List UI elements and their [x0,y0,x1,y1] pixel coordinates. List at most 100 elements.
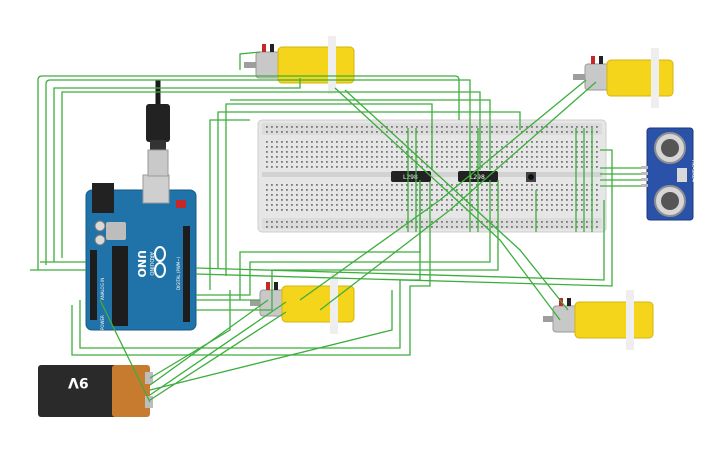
breadboard-hole [566,226,568,228]
breadboard-hole [561,209,563,211]
breadboard-hole [356,156,358,158]
battery-9v[interactable]: 9V [38,365,153,417]
breadboard-hole [361,131,363,133]
breadboard-hole [266,141,268,143]
breadboard-hole [311,141,313,143]
breadboard-hole [276,126,278,128]
power-header-label: POWER [100,315,105,330]
breadboard-hole [511,161,513,163]
breadboard-hole [411,161,413,163]
breadboard-hole [556,151,558,153]
breadboard-hole [381,221,383,223]
breadboard-hole [421,184,423,186]
breadboard-hole [541,226,543,228]
breadboard-hole [481,199,483,201]
breadboard-hole [346,209,348,211]
breadboard-hole [571,199,573,201]
breadboard-hole [401,161,403,163]
breadboard-hole [286,156,288,158]
breadboard-hole [526,189,528,191]
breadboard-hole [281,151,283,153]
breadboard-hole [461,184,463,186]
breadboard-hole [561,156,563,158]
ultrasonic-sensor[interactable]: HC-SR04 [641,127,696,221]
breadboard-hole [406,194,408,196]
breadboard-hole [586,151,588,153]
breadboard-hole [401,204,403,206]
breadboard-hole [281,166,283,168]
breadboard-hole [296,204,298,206]
breadboard-hole [336,126,338,128]
breadboard-hole [441,131,443,133]
breadboard-hole [351,141,353,143]
breadboard-hole [426,146,428,148]
breadboard-hole [576,189,578,191]
breadboard-hole [596,151,598,153]
motor-driver-1[interactable]: L298 [391,171,431,182]
breadboard-hole [336,194,338,196]
breadboard-hole [346,226,348,228]
breadboard-hole [301,146,303,148]
push-button[interactable] [526,172,536,182]
breadboard-hole [291,156,293,158]
breadboard-hole [546,161,548,163]
capacitor-2 [94,234,106,246]
breadboard-hole [546,141,548,143]
breadboard-hole [351,161,353,163]
breadboard-hole [336,204,338,206]
breadboard-hole [481,226,483,228]
breadboard-hole [381,141,383,143]
breadboard-hole [266,221,268,223]
reset-button[interactable] [176,200,186,208]
breadboard-hole [506,131,508,133]
breadboard-hole [471,166,473,168]
breadboard-hole [546,146,548,148]
motor-top-left[interactable] [244,36,355,94]
breadboard-hole [566,146,568,148]
breadboard-hole [326,146,328,148]
breadboard-hole [476,146,478,148]
breadboard-hole [411,221,413,223]
breadboard-hole [276,161,278,163]
motor-bottom-right[interactable] [543,290,654,350]
breadboard[interactable] [257,119,607,233]
breadboard-hole [366,189,368,191]
breadboard-hole [496,146,498,148]
breadboard-hole [376,131,378,133]
breadboard-hole [496,141,498,143]
breadboard-hole [321,151,323,153]
breadboard-hole [446,126,448,128]
breadboard-hole [361,156,363,158]
breadboard-hole [351,209,353,211]
breadboard-hole [276,151,278,153]
breadboard-hole [516,204,518,206]
breadboard-hole [366,166,368,168]
breadboard-hole [391,221,393,223]
breadboard-hole [286,209,288,211]
breadboard-hole [521,161,523,163]
breadboard-hole [456,209,458,211]
breadboard-hole [426,226,428,228]
breadboard-hole [586,221,588,223]
breadboard-hole [331,166,333,168]
breadboard-hole [596,226,598,228]
motor-top-right[interactable] [573,48,674,108]
breadboard-hole [586,156,588,158]
breadboard-hole [401,221,403,223]
breadboard-hole [306,189,308,191]
breadboard-hole [571,166,573,168]
breadboard-hole [501,126,503,128]
breadboard-hole [386,156,388,158]
breadboard-hole [426,194,428,196]
breadboard-hole [546,226,548,228]
breadboard-hole [311,204,313,206]
arduino-uno[interactable]: UNO ARDUINO POWER ANALOG IN DIGITAL (PWM… [85,174,197,331]
breadboard-hole [396,194,398,196]
breadboard-hole [446,161,448,163]
breadboard-hole [461,146,463,148]
breadboard-hole [341,166,343,168]
breadboard-hole [281,199,283,201]
breadboard-hole [581,131,583,133]
breadboard-hole [476,126,478,128]
breadboard-hole [296,226,298,228]
